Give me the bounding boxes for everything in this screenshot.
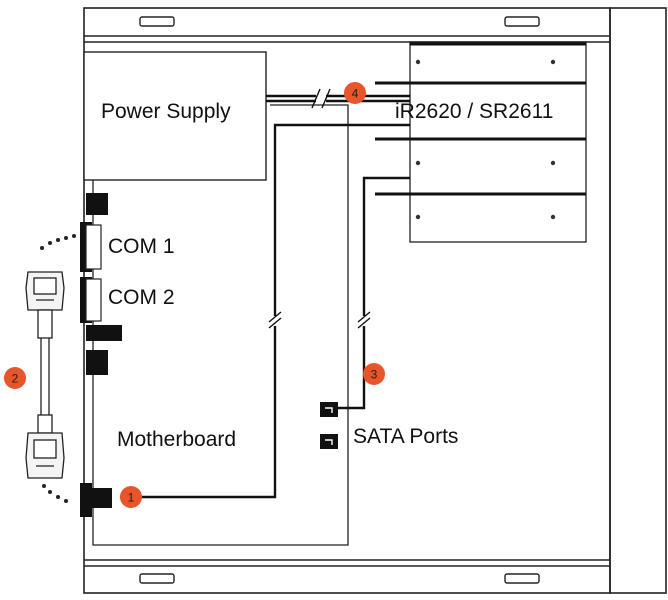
- sata-port-connectors: [320, 402, 338, 449]
- serial-cable: [120, 123, 410, 499]
- callout-3-number: 3: [371, 368, 378, 382]
- sata-cable: [338, 176, 410, 410]
- power-supply-box: [83, 51, 267, 181]
- drive-cage-screws: [415, 59, 556, 220]
- drive-cage: [375, 41, 587, 243]
- com1-label: COM 1: [108, 235, 175, 258]
- callout-3: 3: [363, 363, 385, 385]
- sata-ports-label: SATA Ports: [353, 425, 458, 448]
- callout-4: 4: [344, 82, 366, 104]
- cable-dots-top: [40, 234, 76, 250]
- external-serial-cable: [25, 234, 76, 503]
- cable-dots-bottom: [42, 484, 68, 503]
- callout-2-number: 2: [12, 372, 19, 386]
- rear-io-ports: [80, 193, 122, 517]
- callout-1: 1: [120, 486, 142, 508]
- chassis-slots: [139, 16, 540, 584]
- power-cable: [266, 88, 410, 109]
- motherboard-label: Motherboard: [117, 428, 236, 451]
- callout-1-number: 1: [128, 491, 135, 505]
- callout-4-number: 4: [352, 87, 359, 101]
- com2-label: COM 2: [108, 286, 175, 309]
- power-supply-label: Power Supply: [101, 100, 231, 123]
- raid-unit-label: iR2620 / SR2611: [395, 100, 553, 123]
- motherboard-outline: [92, 104, 349, 546]
- callout-2: 2: [4, 367, 26, 389]
